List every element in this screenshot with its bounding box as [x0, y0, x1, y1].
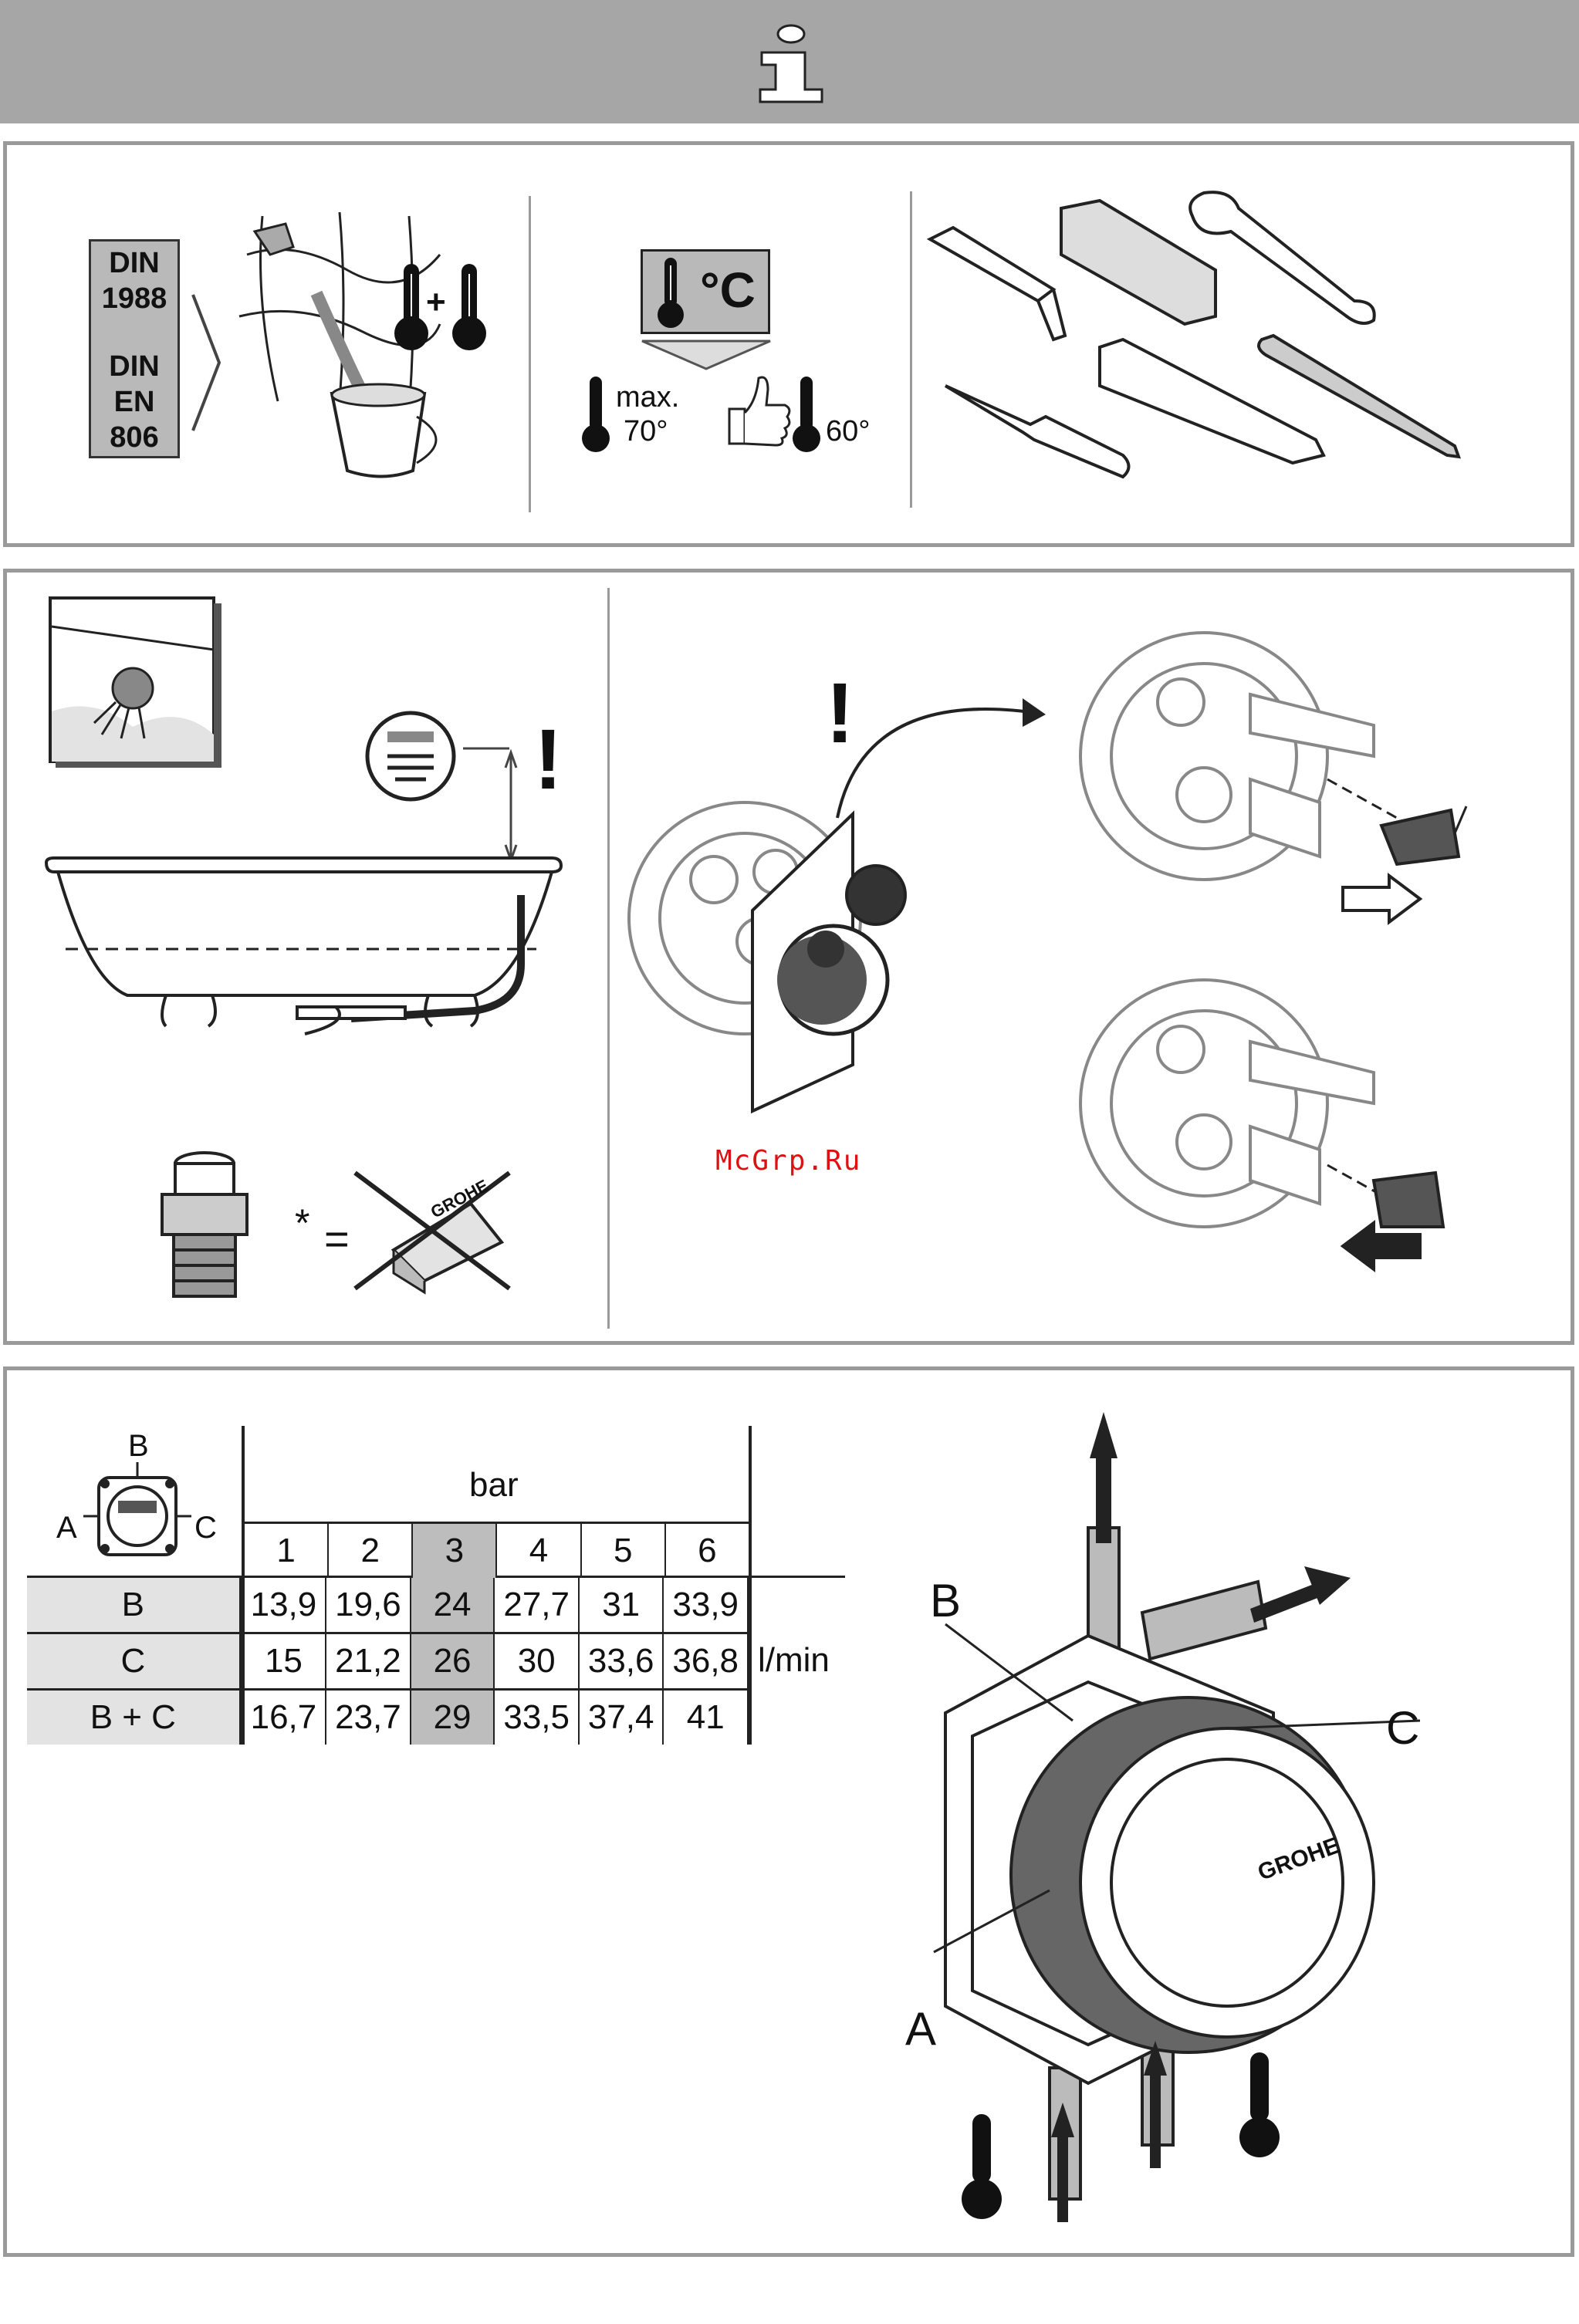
row-label: C — [27, 1633, 241, 1690]
mixing-valve-diagram — [888, 1404, 1443, 2238]
pressure-5: 5 — [581, 1524, 665, 1578]
din-standard-box: DIN 1988 DIN EN 806 — [89, 239, 180, 458]
row-label: B + C — [27, 1690, 241, 1745]
flow-unit-label: l/min — [758, 1643, 830, 1677]
thermometer-icon — [580, 377, 611, 454]
table-cell: 16,7 — [241, 1690, 326, 1745]
row-label: B — [27, 1578, 241, 1633]
thermometer-icon — [791, 377, 822, 454]
thermostat-body-with-cover — [621, 787, 953, 1127]
divider — [910, 191, 912, 508]
table-cell: 36,8 — [663, 1633, 749, 1690]
bathtub-illustration — [42, 856, 567, 1034]
pressure-2: 2 — [328, 1524, 412, 1578]
flow-rate-table: B 13,9 19,6 24 27,7 31 33,9 C 15 21,2 26… — [27, 1578, 750, 1745]
table-cell: 33,6 — [579, 1633, 664, 1690]
arrow-right-icon — [191, 293, 222, 432]
outlet-label-b: B — [128, 1431, 149, 1461]
table-cell: 27,7 — [494, 1578, 579, 1633]
table-cell: 30 — [494, 1633, 579, 1690]
table-cell: 41 — [663, 1690, 749, 1745]
pressure-unit-header: bar — [469, 1468, 519, 1502]
arrow-down-icon — [641, 339, 772, 370]
max-label: max. — [616, 383, 679, 412]
plus-sign: + — [426, 285, 446, 319]
table-cell: 13,9 — [241, 1578, 326, 1633]
din-text: EN — [91, 385, 178, 421]
outlet-diagram-icon — [83, 1462, 191, 1570]
table-cell: 15 — [241, 1633, 326, 1690]
table-row: B + C 16,7 23,7 29 33,5 37,4 41 — [27, 1690, 749, 1745]
cartridge-icon — [150, 1150, 259, 1304]
table-cell: 23,7 — [326, 1690, 411, 1745]
pressure-header-row: 1 2 3 4 5 6 — [245, 1524, 749, 1578]
equals-sign: = — [324, 1218, 350, 1261]
thumbs-up-icon — [722, 370, 791, 448]
table-cell: 19,6 — [326, 1578, 411, 1633]
din-text: DIN — [91, 350, 178, 385]
pressure-3: 3 — [412, 1524, 496, 1578]
diagram-label-b: B — [930, 1578, 961, 1624]
shower-wall-inset — [48, 596, 225, 769]
max-temperature: 70° — [624, 417, 668, 446]
table-row: C 15 21,2 26 30 33,6 36,8 — [27, 1633, 749, 1690]
table-row: B 13,9 19,6 24 27,7 31 33,9 — [27, 1578, 749, 1633]
watermark-text: McGrp.Ru — [715, 1145, 861, 1177]
warning-mark: ! — [534, 718, 563, 802]
thermostat-disc-icon — [364, 710, 465, 802]
celsius-symbol: °C — [700, 265, 756, 315]
recommended-temperature: 60° — [826, 417, 870, 446]
pressure-6: 6 — [665, 1524, 749, 1578]
thermometer-icon — [448, 262, 494, 355]
table-cell: 37,4 — [579, 1690, 664, 1745]
hex-key-icon — [930, 228, 1065, 339]
din-text: DIN — [91, 246, 178, 282]
pencil-icon — [1259, 336, 1459, 457]
outlet-label-c: C — [194, 1512, 217, 1543]
info-icon — [745, 23, 837, 104]
pressure-4: 4 — [496, 1524, 580, 1578]
divider — [529, 196, 531, 512]
page-header — [0, 0, 1579, 123]
din-text: 1988 — [91, 282, 178, 317]
crossed-out-packaging-icon — [347, 1165, 525, 1289]
tools-illustration — [922, 185, 1478, 509]
diagram-label-a: A — [905, 2006, 936, 2052]
table-cell: 29 — [411, 1690, 495, 1745]
thermostat-remove-check-valve — [1065, 602, 1482, 941]
table-cell: 31 — [579, 1578, 664, 1633]
temperature-display-box: °C — [641, 249, 770, 334]
outlet-label-a: A — [56, 1512, 77, 1543]
table-cell: 33,5 — [494, 1690, 579, 1745]
diagram-label-c: C — [1386, 1705, 1419, 1751]
table-cell: 24 — [411, 1578, 495, 1633]
table-cell: 26 — [411, 1633, 495, 1690]
asterisk: * — [295, 1204, 309, 1242]
thermometer-icon — [655, 258, 686, 331]
wrench-icon — [1190, 192, 1374, 323]
pressure-1: 1 — [245, 1524, 328, 1578]
thermostat-insert-check-valve — [1065, 949, 1482, 1289]
screwdriver-icon — [945, 386, 1129, 477]
din-text: 806 — [91, 421, 178, 456]
table-cell: 21,2 — [326, 1633, 411, 1690]
table-cell: 33,9 — [663, 1578, 749, 1633]
divider — [607, 588, 610, 1329]
